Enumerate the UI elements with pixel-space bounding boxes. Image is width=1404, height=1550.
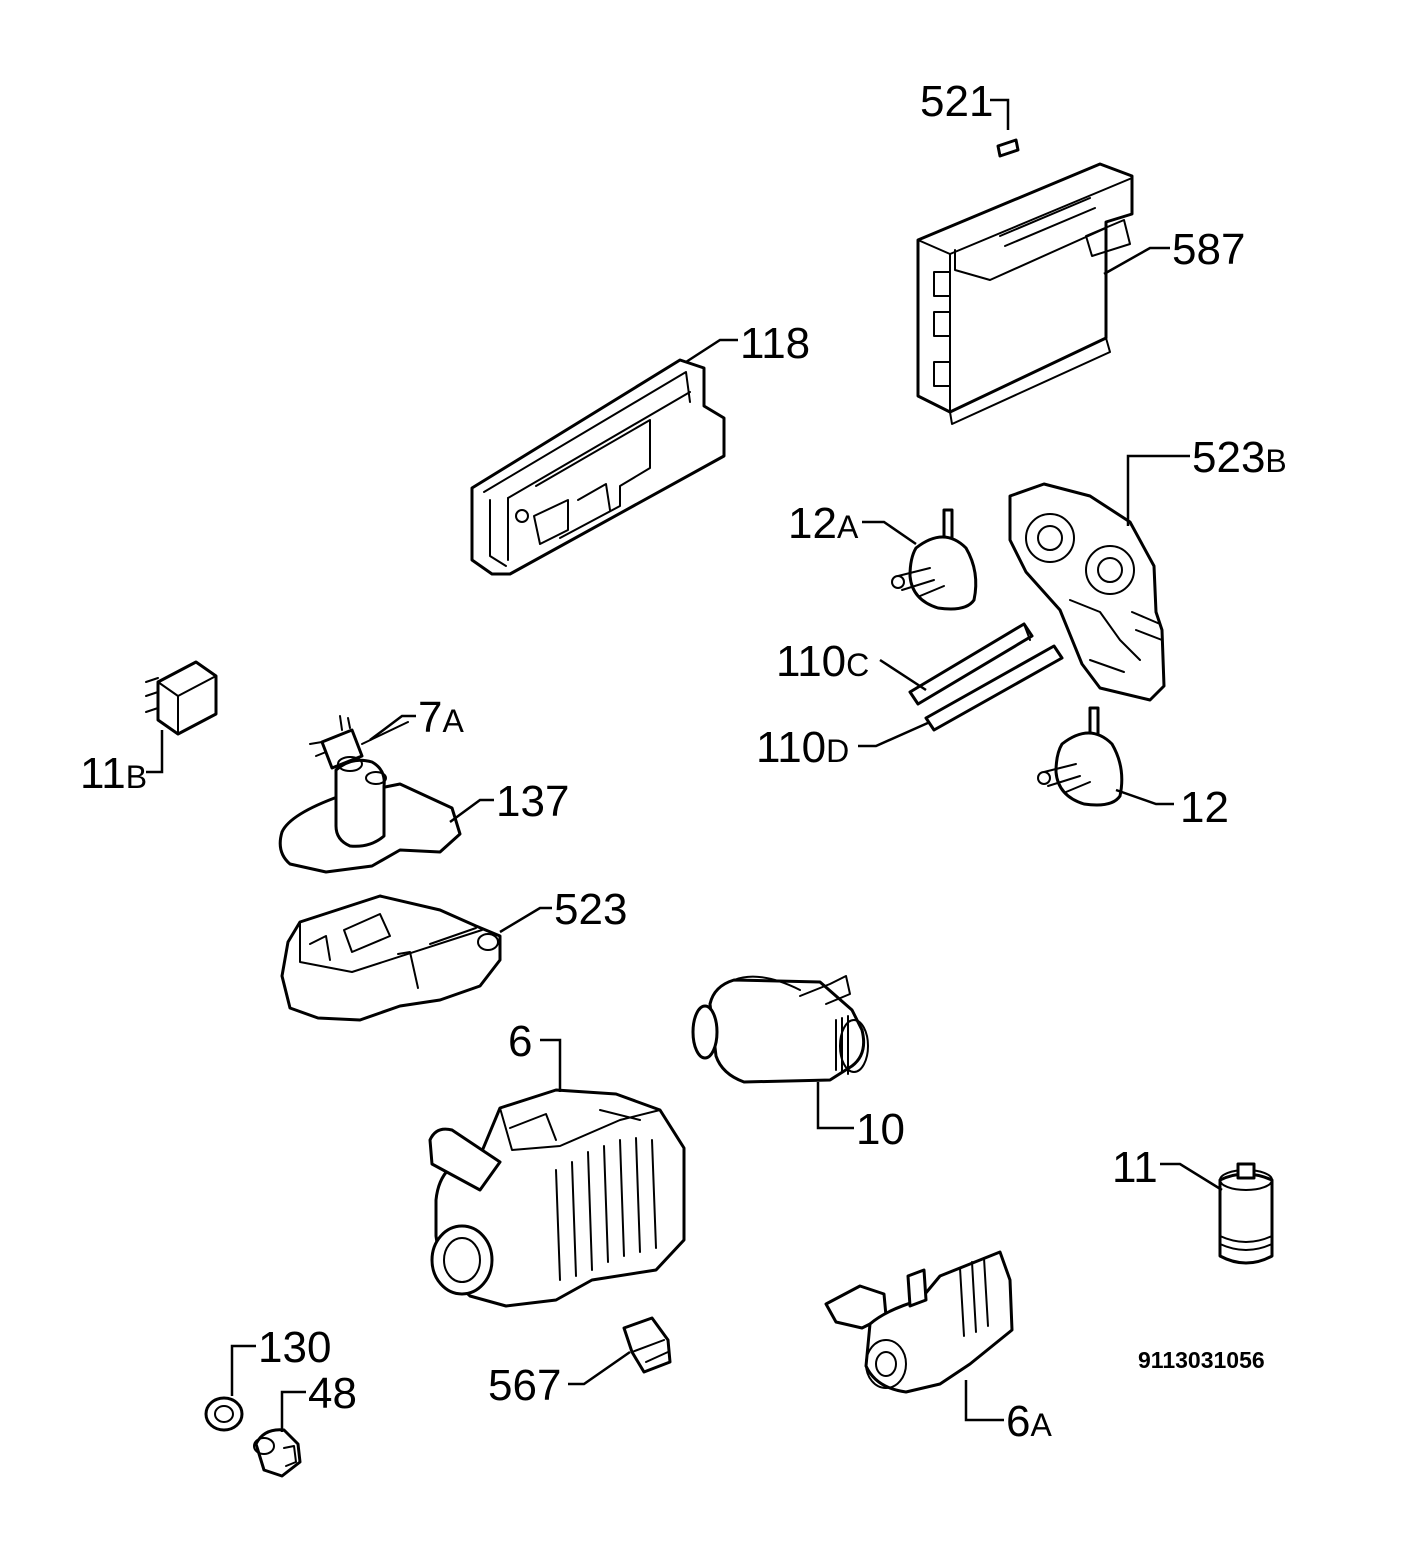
part-12-pressure-switch	[1037, 706, 1124, 807]
label-523B: 523B	[1192, 433, 1287, 482]
part-110D-hose	[924, 644, 1064, 732]
label-137: 137	[496, 777, 569, 826]
callout-labels: 521 587 118 523B 12A 110C 110D 11B 7A 13…	[80, 77, 1287, 1446]
part-523-base-housing	[280, 894, 502, 1022]
part-523B-housing	[1008, 482, 1166, 702]
leader-6	[540, 1038, 562, 1092]
label-11B: 11B	[80, 749, 147, 798]
label-6A: 6A	[1006, 1397, 1052, 1446]
leader-12	[1115, 788, 1174, 806]
label-110C: 110C	[776, 637, 869, 686]
leader-7A	[369, 714, 416, 741]
leader-521	[990, 98, 1010, 130]
leader-118	[685, 338, 738, 364]
part-10-heater	[691, 975, 869, 1084]
part-521-clip	[996, 138, 1020, 158]
leader-110D	[858, 720, 931, 748]
label-523: 523	[554, 885, 627, 934]
part-567-clip	[622, 1316, 672, 1374]
leader-6A	[964, 1380, 1004, 1422]
label-11: 11	[1112, 1143, 1158, 1192]
leader-523B	[1126, 454, 1190, 526]
label-587: 587	[1172, 225, 1245, 274]
part-6A-drain-pump	[824, 1250, 1014, 1394]
leader-12A	[862, 520, 917, 546]
label-118: 118	[740, 319, 810, 368]
part-118-dispenser	[470, 358, 726, 576]
leader-130	[230, 1344, 256, 1396]
leader-137	[449, 798, 494, 824]
part-11B-relay	[145, 660, 218, 736]
label-10: 10	[856, 1105, 905, 1154]
label-567: 567	[488, 1361, 561, 1410]
label-7A: 7A	[418, 693, 464, 742]
leader-587	[1103, 246, 1170, 276]
leader-48	[280, 1390, 306, 1432]
part-110C-hose	[908, 622, 1034, 706]
part-48-plug	[253, 1428, 302, 1478]
part-6-pump-motor	[428, 1088, 686, 1308]
part-11-capacitor	[1218, 1162, 1274, 1265]
label-521: 521	[920, 77, 993, 126]
leader-10	[816, 1082, 854, 1130]
part-7A-sensor	[309, 715, 409, 770]
leader-110C	[879, 658, 927, 692]
part-587-control-module	[916, 162, 1134, 425]
label-12: 12	[1180, 783, 1229, 832]
leader-lines	[146, 98, 1223, 1432]
label-110D: 110D	[756, 723, 849, 772]
label-48: 48	[308, 1369, 357, 1418]
leader-523	[499, 906, 552, 934]
leader-11B	[146, 730, 164, 774]
document-number: 9113031056	[1138, 1347, 1265, 1373]
leader-11	[1160, 1162, 1223, 1192]
label-130: 130	[258, 1323, 331, 1372]
part-137-cover	[278, 756, 462, 874]
label-6: 6	[508, 1017, 532, 1066]
leader-567	[568, 1350, 631, 1386]
label-12A: 12A	[788, 499, 859, 548]
part-12A-pressure-switch	[891, 508, 978, 611]
part-130-washer	[204, 1396, 244, 1432]
